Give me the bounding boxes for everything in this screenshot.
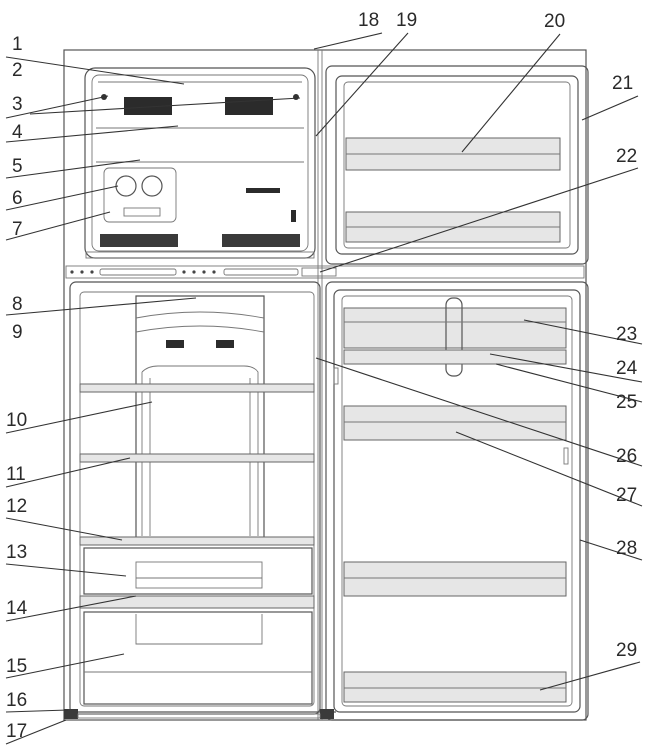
- callout-label-25: 25: [616, 392, 637, 413]
- callout-label-17: 17: [6, 721, 27, 742]
- callout-label-11: 11: [6, 464, 26, 485]
- freezer-door: [325, 65, 589, 265]
- fridge-body: [63, 49, 589, 721]
- callout-label-6: 6: [12, 188, 23, 209]
- callout-label-10: 10: [6, 410, 27, 431]
- fresh-food-compartment: [69, 281, 321, 715]
- callout-label-15: 15: [6, 656, 27, 677]
- fresh-food-door: [325, 281, 589, 721]
- callout-label-28: 28: [616, 538, 637, 559]
- callout-label-21: 21: [612, 73, 633, 94]
- callout-label-5: 5: [12, 156, 23, 177]
- callout-label-29: 29: [616, 640, 637, 661]
- callout-label-27: 27: [616, 485, 637, 506]
- callout-label-2: 2: [12, 60, 23, 81]
- callout-labels: 1 2 3 4 5 6 7 8 9 10 11 12 13 14 15 16 1…: [6, 10, 638, 742]
- callout-label-14: 14: [6, 598, 28, 619]
- leader-lines: [5, 32, 643, 745]
- callout-label-22: 22: [616, 146, 637, 167]
- callout-label-19: 19: [396, 10, 417, 31]
- callout-label-18: 18: [358, 10, 379, 31]
- callout-label-7: 7: [12, 219, 23, 240]
- callout-label-13: 13: [6, 542, 27, 563]
- callout-label-8: 8: [12, 294, 23, 315]
- callout-label-1: 1: [12, 34, 23, 55]
- callout-label-24: 24: [616, 358, 638, 379]
- callout-label-16: 16: [6, 690, 27, 711]
- callout-label-23: 23: [616, 324, 637, 345]
- callout-label-9: 9: [12, 322, 23, 343]
- callout-label-12: 12: [6, 496, 27, 517]
- control-strip: [65, 265, 585, 279]
- callout-label-4: 4: [12, 122, 23, 143]
- callout-label-3: 3: [12, 94, 23, 115]
- callout-label-20: 20: [544, 11, 565, 32]
- base-feet: [64, 709, 336, 719]
- callout-label-26: 26: [616, 446, 637, 467]
